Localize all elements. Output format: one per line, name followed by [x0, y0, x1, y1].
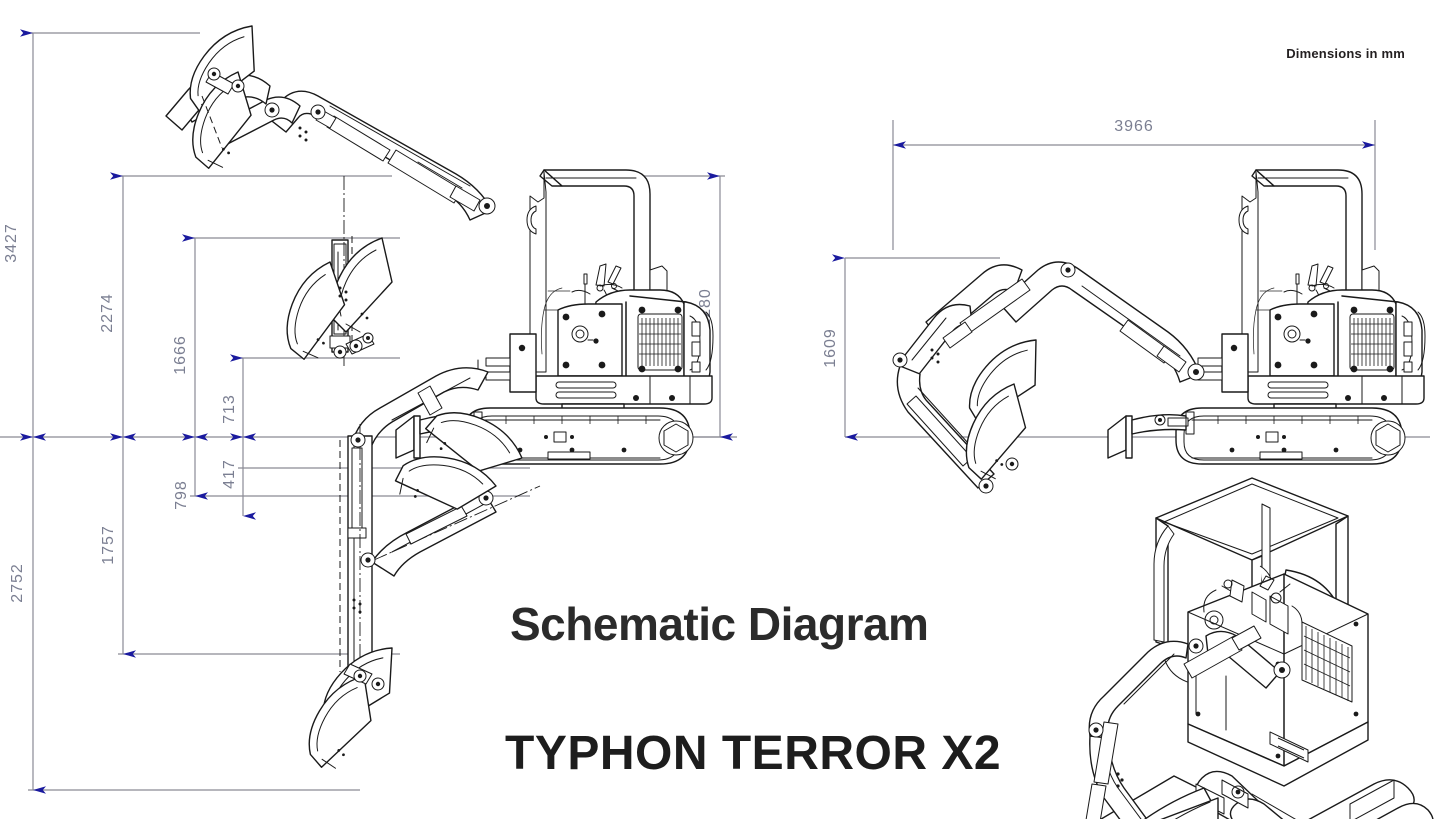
dimension-label-417: 417 — [221, 459, 238, 489]
boom-folded — [892, 261, 1205, 494]
boom-raised — [165, 16, 496, 221]
side-elevation-view: 3427 2274 1666 713 417 798 1757 2752 228… — [0, 16, 737, 794]
isometric-view — [1085, 477, 1434, 819]
machine-body-transport — [1107, 169, 1426, 465]
transport-view: 3966 1609 — [822, 118, 1430, 494]
model-title: TYPHON TERROR X2 — [505, 727, 1002, 780]
dimension-label-2752: 2752 — [9, 563, 26, 603]
boom-mid-pose — [279, 176, 393, 368]
dimension-label-798: 798 — [173, 480, 190, 510]
page-title: Schematic Diagram — [510, 598, 929, 650]
dimension-label-3966: 3966 — [1114, 118, 1154, 135]
boom-lowered — [306, 367, 541, 772]
dimension-label-1666: 1666 — [172, 335, 189, 375]
dimension-label-1757: 1757 — [100, 525, 117, 565]
dimension-label-713: 713 — [221, 394, 238, 424]
dimension-label-3427: 3427 — [3, 223, 20, 263]
dimension-label-1609: 1609 — [822, 328, 839, 368]
units-note: Dimensions in mm — [1286, 46, 1405, 61]
dimension-label-2274: 2274 — [99, 293, 116, 333]
dimension-lines — [20, 29, 733, 794]
